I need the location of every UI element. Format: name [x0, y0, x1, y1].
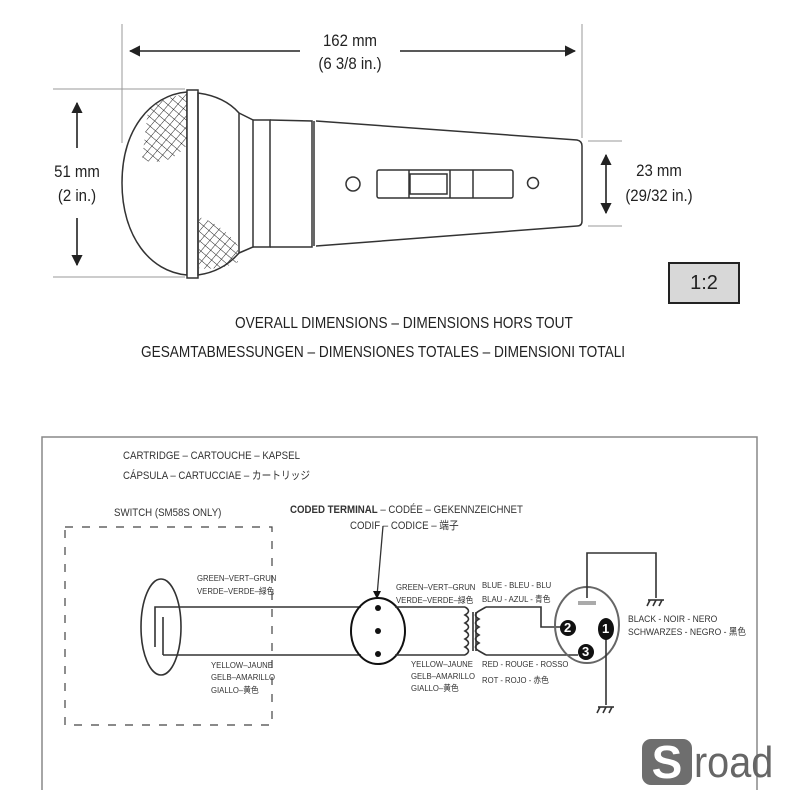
switch-label: SWITCH (SM58S ONLY)	[114, 507, 222, 519]
length-mm: 162 mm	[322, 31, 378, 50]
wire-green-right-2: VERDE–VERDE–緑色	[396, 595, 474, 605]
wire-yellow-right-2: GELB–AMARILLO	[411, 671, 476, 681]
wire-yellow-left-2: GELB–AMARILLO	[211, 672, 276, 682]
caption-line-2: GESAMTABMESSUNGEN – DIMENSIONES TOTALES …	[141, 344, 626, 361]
watermark-logo: S road	[642, 735, 782, 785]
coded-terminal-label-2: CODIF – CODICE – 端子	[350, 520, 459, 532]
wire-blue-1: BLUE - BLEU - BLU	[482, 580, 552, 590]
extension-lines	[53, 24, 622, 278]
tail-diameter-in: (29/32 in.)	[625, 186, 693, 205]
ground-symbols	[596, 599, 664, 714]
microphone-drawing	[121, 89, 583, 279]
wire-blue-2: BLAU - AZUL - 青色	[482, 594, 551, 604]
wire-red-1: RED - ROUGE - ROSSO	[482, 659, 569, 669]
wire-yellow-left-1: YELLOW–JAUNE	[211, 660, 273, 670]
coded-terminal-bold: CODED TERMINAL	[290, 504, 378, 516]
logo-initial: S	[642, 739, 692, 785]
wire-black-2: SCHWARZES - NEGRO - 黑色	[628, 627, 746, 638]
switch-dashed-box	[64, 526, 273, 726]
wiring	[140, 525, 578, 676]
scale-badge: 1:2	[668, 262, 740, 304]
wire-black-1: BLACK - NOIR - NERO	[628, 614, 718, 625]
head-diameter-in: (2 in.)	[57, 186, 97, 205]
wire-red-2: ROT - ROJO - 赤色	[482, 675, 549, 685]
wire-yellow-right-1: YELLOW–JAUNE	[411, 659, 473, 669]
tail-diameter-mm: 23 mm	[636, 161, 682, 180]
dimension-arrows	[71, 45, 612, 267]
pin-3-label: 3	[582, 644, 590, 659]
length-in: (6 3/8 in.)	[318, 54, 382, 73]
wire-yellow-left-3: GIALLO–黄色	[211, 685, 259, 695]
scale-value: 1:2	[690, 271, 718, 294]
head-diameter-mm: 51 mm	[54, 162, 100, 181]
cartridge-label-2: CÁPSULA – CARTUCCIAE – カートリッジ	[123, 470, 311, 482]
wire-green-left-2: VERDE–VERDE–緑色	[197, 586, 275, 596]
pin-1-label: 1	[602, 621, 610, 636]
wire-green-left-1: GREEN–VERT–GRUN	[197, 573, 277, 583]
wire-yellow-right-3: GIALLO–黄色	[411, 683, 459, 693]
pin-2-label: 2	[564, 620, 572, 635]
coded-terminal-rest: – CODÉE – GEKENNZEICHNET	[377, 504, 523, 516]
wire-green-right-1: GREEN–VERT–GRUN	[396, 582, 476, 592]
schematic-frame	[41, 436, 758, 790]
coded-terminal-label: CODED TERMINAL – CODÉE – GEKENNZEICHNET	[290, 505, 523, 516]
xlr-pins	[560, 618, 614, 660]
caption-line-1: OVERALL DIMENSIONS – DIMENSIONS HORS TOU…	[235, 315, 573, 332]
logo-text: road	[694, 738, 774, 787]
cartridge-label-1: CARTRIDGE – CARTOUCHE – KAPSEL	[123, 450, 300, 462]
